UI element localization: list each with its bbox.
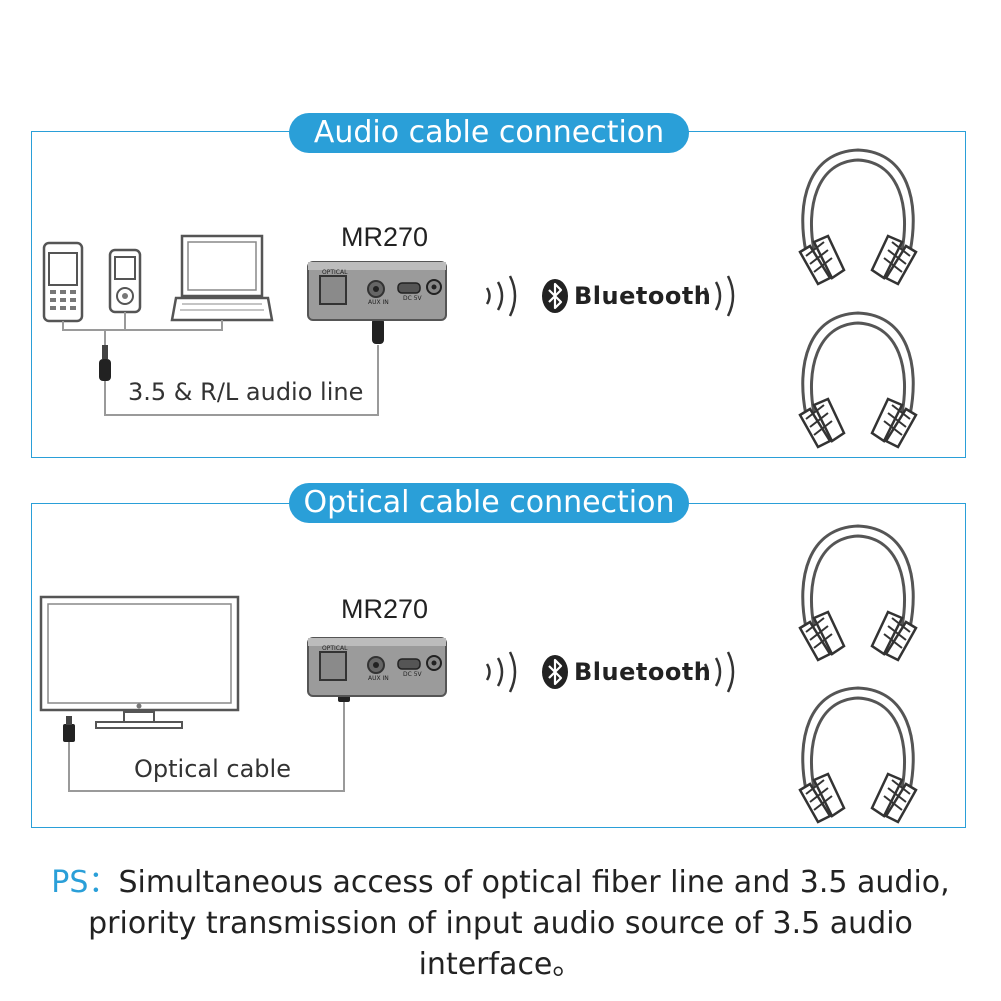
laptop-icon <box>170 234 274 322</box>
signal-waves-icon <box>485 650 517 694</box>
bluetooth-icon <box>540 653 570 691</box>
mp3-player-icon <box>108 248 142 314</box>
headphones-icon <box>798 311 918 449</box>
section-title-optical: Optical cable connection <box>289 483 689 523</box>
section-title-audio: Audio cable connection <box>289 113 689 153</box>
signal-waves-icon <box>485 274 517 318</box>
port-label-dc: DC 5V <box>403 671 423 678</box>
footnote-line-1: PS：Simultaneous access of optical fiber … <box>0 862 1001 903</box>
device-model-label: MR270 <box>341 222 429 252</box>
port-label-dc: DC 5V <box>403 295 423 302</box>
port-label-optical: OPTICAL <box>322 269 348 276</box>
bluetooth-label: Bluetooth <box>574 658 712 686</box>
headphones-icon <box>798 148 918 286</box>
footnote-line-2: priority transmission of input audio sou… <box>88 906 913 941</box>
headphones-icon <box>798 686 918 824</box>
cable-label-optical: Optical cable <box>130 755 295 783</box>
port-label-aux: AUX IN <box>368 675 389 682</box>
port-label-optical: OPTICAL <box>322 645 348 652</box>
tv-icon <box>39 595 240 729</box>
footnote-prefix: PS： <box>51 865 119 900</box>
optical-plug-icon <box>63 716 75 742</box>
footnote-text-1: Simultaneous access of optical fiber lin… <box>118 865 950 900</box>
cable-label-audio: 3.5 & R/L audio line <box>124 378 368 406</box>
footnote-line-3: interface。 <box>418 947 583 982</box>
footnote: PS：Simultaneous access of optical fiber … <box>0 862 1001 985</box>
phone-icon <box>42 241 84 323</box>
device-model-label: MR270 <box>341 594 429 624</box>
audio-plug-icon <box>99 345 111 381</box>
bluetooth-label: Bluetooth <box>574 282 712 310</box>
port-label-aux: AUX IN <box>368 299 389 306</box>
bluetooth-icon <box>540 277 570 315</box>
headphones-icon <box>798 524 918 662</box>
